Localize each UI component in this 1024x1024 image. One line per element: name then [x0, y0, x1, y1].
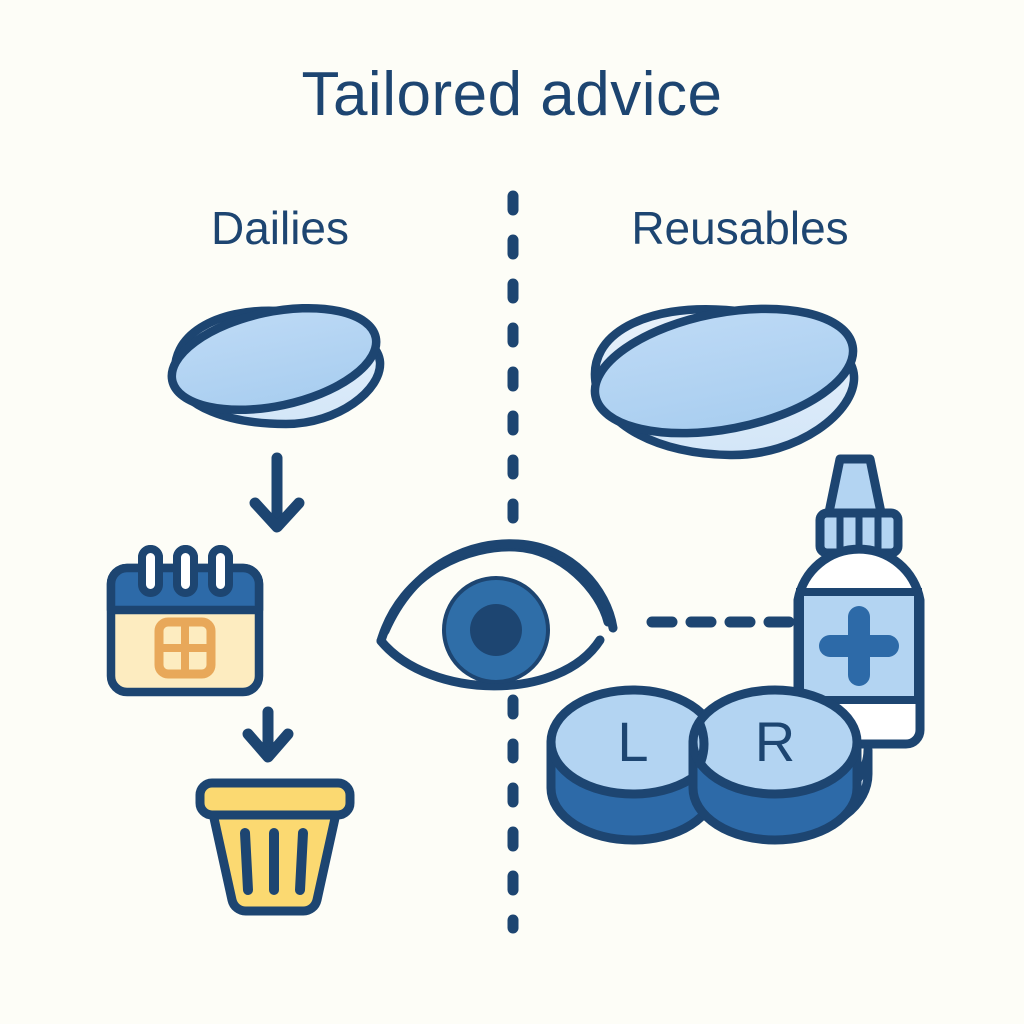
solution-bottle-icon — [793, 454, 925, 749]
lens-icon-left — [167, 303, 385, 429]
column-label-reusables: Reusables — [631, 202, 849, 254]
trash-bin-icon — [195, 778, 355, 916]
arrow-down-icon-2 — [242, 706, 294, 763]
lens-icon-right — [590, 304, 859, 460]
page-title: Tailored advice — [301, 60, 723, 129]
lens-case-right-cap-label: R — [754, 710, 796, 773]
arrow-down-icon-1 — [249, 452, 305, 533]
column-label-dailies: Dailies — [210, 202, 350, 254]
calendar-icon — [106, 545, 264, 697]
eye-icon — [376, 539, 618, 691]
lens-case-left-cap-label: L — [617, 710, 649, 773]
lens-case-icon — [546, 685, 873, 845]
